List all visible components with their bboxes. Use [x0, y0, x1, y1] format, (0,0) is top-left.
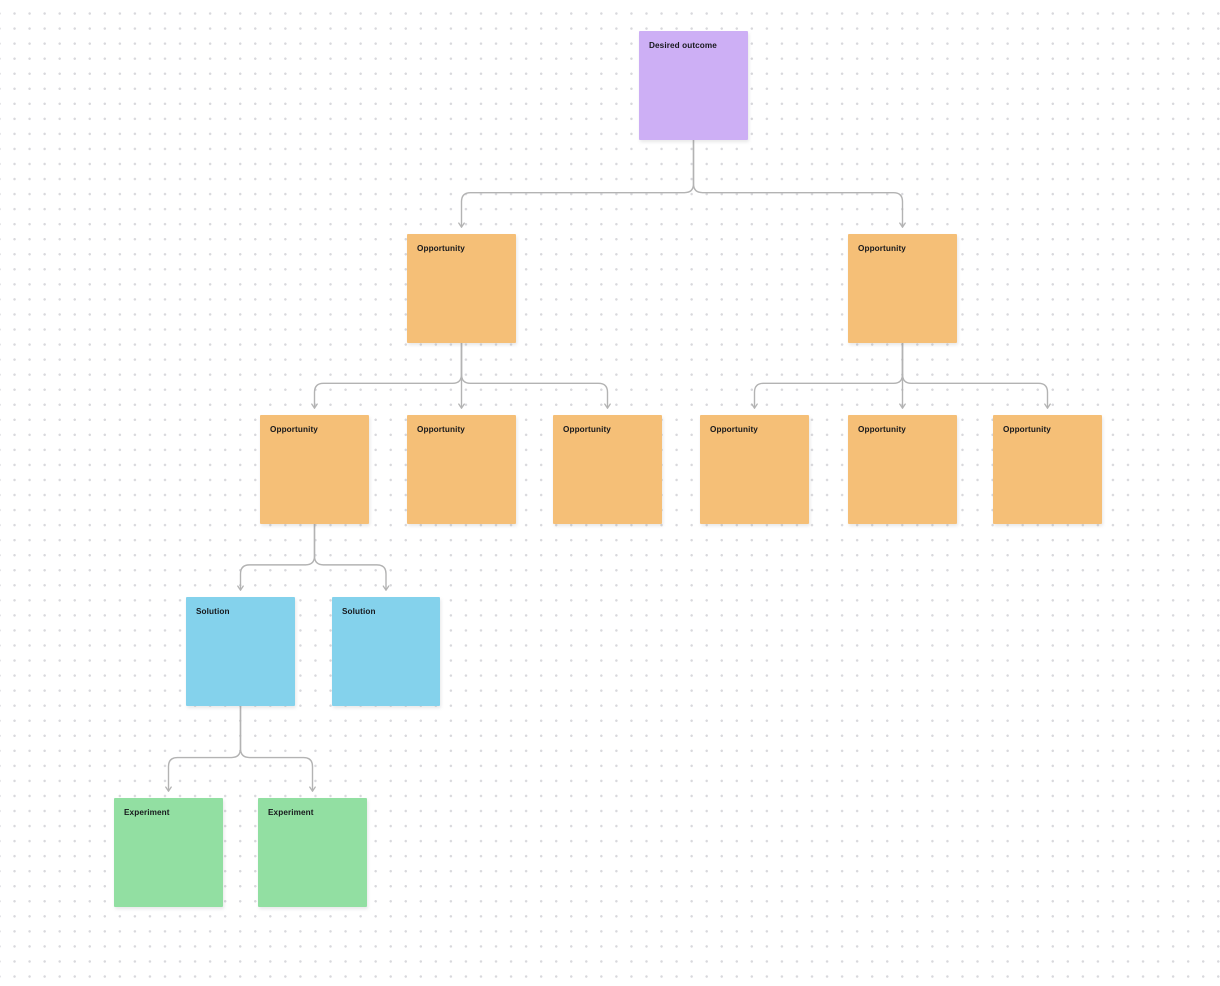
edge-opportunity-1-1-to-solution-2	[313, 523, 390, 591]
node-opportunity-1-1[interactable]: Opportunity	[260, 415, 369, 524]
node-opportunity-2[interactable]: Opportunity	[848, 234, 957, 343]
node-label: Opportunity	[858, 244, 906, 253]
node-opportunity-1[interactable]: Opportunity	[407, 234, 516, 343]
edge-outcome-1-to-opportunity-2	[692, 139, 906, 228]
node-opportunity-1-3[interactable]: Opportunity	[553, 415, 662, 524]
edge-opportunity-2-to-opportunity-2-1	[751, 342, 904, 409]
node-experiment-1[interactable]: Experiment	[114, 798, 223, 907]
edge-opportunity-1-to-opportunity-1-1	[311, 342, 463, 409]
node-label: Experiment	[124, 808, 170, 817]
node-label: Opportunity	[417, 425, 465, 434]
node-opportunity-2-1[interactable]: Opportunity	[700, 415, 809, 524]
edge-solution-1-to-experiment-1	[165, 705, 242, 792]
node-label: Desired outcome	[649, 41, 717, 50]
edge-solution-1-to-experiment-2	[239, 705, 316, 792]
node-label: Opportunity	[710, 425, 758, 434]
node-label: Opportunity	[1003, 425, 1051, 434]
edge-outcome-1-to-opportunity-1	[458, 139, 695, 228]
node-label: Experiment	[268, 808, 314, 817]
node-opportunity-2-2[interactable]: Opportunity	[848, 415, 957, 524]
edge-opportunity-2-to-opportunity-2-3	[901, 342, 1051, 409]
node-label: Opportunity	[270, 425, 318, 434]
node-label: Opportunity	[417, 244, 465, 253]
node-opportunity-1-2[interactable]: Opportunity	[407, 415, 516, 524]
node-opportunity-2-3[interactable]: Opportunity	[993, 415, 1102, 524]
node-label: Solution	[196, 607, 230, 616]
node-solution-2[interactable]: Solution	[332, 597, 440, 706]
node-experiment-2[interactable]: Experiment	[258, 798, 367, 907]
node-label: Opportunity	[563, 425, 611, 434]
node-outcome-1[interactable]: Desired outcome	[639, 31, 748, 140]
node-label: Opportunity	[858, 425, 906, 434]
edge-opportunity-1-to-opportunity-1-3	[460, 342, 611, 409]
node-label: Solution	[342, 607, 376, 616]
node-solution-1[interactable]: Solution	[186, 597, 295, 706]
edge-opportunity-1-1-to-solution-1	[237, 523, 316, 591]
